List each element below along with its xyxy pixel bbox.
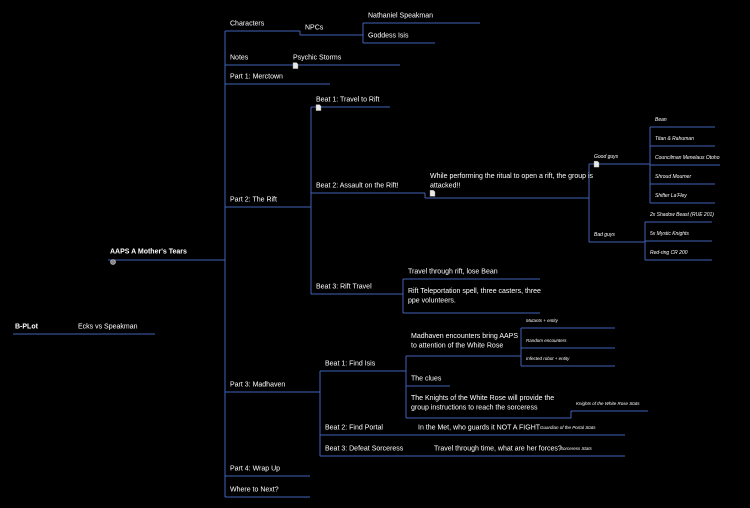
node-label-random: Random encounters bbox=[526, 338, 567, 343]
node-label-npcs: NPCs bbox=[305, 25, 324, 32]
node-label-part2: Part 2: The Rift bbox=[230, 197, 277, 204]
node-label-characters: Characters bbox=[230, 21, 265, 28]
note-icon[interactable] bbox=[429, 190, 436, 197]
node-label-knightstats: Knights of the White Rose Stats bbox=[576, 401, 640, 406]
node-guardian[interactable]: Guardian of the Portal Stats bbox=[538, 425, 625, 436]
node-label-notes: Notes bbox=[230, 55, 249, 62]
node-label-teleport: Rift Teleportation spell, three casters,… bbox=[408, 288, 541, 304]
node-label-infected: Infected robot + entity bbox=[526, 356, 570, 361]
node-ritual[interactable]: While performing the ritual to open a ri… bbox=[428, 173, 594, 199]
node-psychic[interactable]: Psychic Storms bbox=[291, 55, 400, 69]
node-knights[interactable]: The Knights of the White Rose will provi… bbox=[409, 395, 554, 419]
node-label-clues: The clues bbox=[411, 376, 442, 383]
node-characters[interactable]: Characters bbox=[228, 21, 300, 32]
node-beat1[interactable]: Beat 1: Travel to Rift bbox=[314, 97, 390, 111]
node-label-titan: Titan & Rahuman bbox=[655, 136, 694, 142]
node-label-ecks: Ecks vs Speakman bbox=[78, 324, 138, 331]
note-icon[interactable] bbox=[315, 104, 322, 111]
node-redring[interactable]: Red-ring CR 200 bbox=[648, 250, 712, 261]
node-part4[interactable]: Part 4: Wrap Up bbox=[228, 466, 310, 477]
node-label-redring: Red-ring CR 200 bbox=[650, 250, 688, 256]
node-label-findportal: Beat 2: Find Portal bbox=[325, 425, 383, 432]
node-bplot[interactable]: B-PLot bbox=[13, 324, 72, 335]
node-label-ritual: While performing the ritual to open a ri… bbox=[430, 173, 594, 189]
node-label-nathaniel: Nathaniel Speakman bbox=[368, 13, 433, 20]
node-sorceress[interactable]: Sorceress Stats bbox=[558, 446, 625, 457]
node-findisis[interactable]: Beat 1: Find Isis bbox=[323, 361, 378, 372]
node-wherenext[interactable]: Where to Next? bbox=[228, 487, 310, 498]
node-label-root: AAPS A Mother's Tears bbox=[110, 249, 187, 256]
node-label-beat2: Beat 2: Assault on the Rift! bbox=[316, 183, 399, 190]
node-label-guardian: Guardian of the Portal Stats bbox=[540, 425, 596, 430]
node-clues[interactable]: The clues bbox=[409, 376, 450, 387]
node-travelrift[interactable]: Travel through rift, lose Bean bbox=[406, 269, 540, 280]
node-shroud[interactable]: Shroud Mourner bbox=[653, 174, 715, 185]
node-label-mutants: Mutants + entity bbox=[526, 318, 559, 323]
node-shifter[interactable]: Shifter La'Fley bbox=[653, 193, 715, 204]
node-isis[interactable]: Goddess Isis bbox=[366, 33, 435, 44]
node-label-bad: Bad guys bbox=[594, 232, 615, 238]
node-label-findisis: Beat 1: Find Isis bbox=[325, 361, 376, 368]
node-label-travelrift: Travel through rift, lose Bean bbox=[408, 269, 498, 276]
note-icon[interactable] bbox=[593, 160, 600, 168]
node-label-shadow: 2x Shadow Beast (RUE 201) bbox=[649, 212, 714, 218]
node-part1[interactable]: Part 1: Merctown bbox=[228, 74, 330, 85]
node-label-psychic: Psychic Storms bbox=[293, 55, 342, 62]
node-label-sorceress: Sorceress Stats bbox=[560, 446, 593, 451]
node-beat2[interactable]: Beat 2: Assault on the Rift! bbox=[314, 183, 399, 194]
node-mutants[interactable]: Mutants + entity bbox=[524, 318, 615, 329]
node-label-shroud: Shroud Mourner bbox=[655, 174, 691, 180]
node-label-wherenext: Where to Next? bbox=[230, 487, 279, 494]
node-traveltime[interactable]: Travel through time, what are her forces… bbox=[432, 446, 562, 457]
node-part3[interactable]: Part 3: Madhaven bbox=[228, 382, 307, 393]
node-npcs[interactable]: NPCs bbox=[303, 25, 360, 36]
node-label-traveltime: Travel through time, what are her forces… bbox=[434, 446, 562, 453]
node-teleport[interactable]: Rift Teleportation spell, three casters,… bbox=[406, 288, 541, 314]
node-bean[interactable]: Bean bbox=[653, 117, 715, 128]
node-label-bplot: B-PLot bbox=[15, 324, 39, 331]
node-bad[interactable]: Bad guys bbox=[592, 232, 630, 243]
node-good[interactable]: Good guys bbox=[592, 154, 630, 168]
node-shadow[interactable]: 2x Shadow Beast (RUE 201) bbox=[648, 212, 714, 223]
node-label-bean: Bean bbox=[655, 117, 667, 123]
node-label-part3: Part 3: Madhaven bbox=[230, 382, 285, 389]
node-label-shifter: Shifter La'Fley bbox=[655, 193, 687, 199]
node-ecks[interactable]: Ecks vs Speakman bbox=[76, 324, 155, 335]
node-titan[interactable]: Titan & Rahuman bbox=[653, 136, 715, 147]
node-label-inmet: In the Met, who guards it NOT A FIGHT bbox=[418, 425, 541, 432]
node-infected[interactable]: Infected robot + entity bbox=[524, 356, 615, 367]
info-icon[interactable] bbox=[110, 259, 116, 265]
node-part2[interactable]: Part 2: The Rift bbox=[228, 197, 305, 208]
node-label-part4: Part 4: Wrap Up bbox=[230, 466, 280, 473]
node-knightstats[interactable]: Knights of the White Rose Stats bbox=[574, 401, 648, 412]
node-label-mystic: 5x Mystic Knights bbox=[650, 231, 689, 237]
node-label-part1: Part 1: Merctown bbox=[230, 74, 283, 81]
node-mystic[interactable]: 5x Mystic Knights bbox=[648, 231, 712, 242]
node-councilman[interactable]: Councilman Menelaus Otoho bbox=[653, 155, 720, 166]
node-random[interactable]: Random encounters bbox=[524, 338, 615, 349]
node-label-councilman: Councilman Menelaus Otoho bbox=[655, 155, 720, 161]
node-nathaniel[interactable]: Nathaniel Speakman bbox=[366, 13, 480, 24]
node-label-beat1: Beat 1: Travel to Rift bbox=[316, 97, 379, 104]
node-root[interactable]: AAPS A Mother's Tears bbox=[108, 249, 205, 265]
node-label-isis: Goddess Isis bbox=[368, 33, 409, 40]
node-beat3[interactable]: Beat 3: Rift Travel bbox=[314, 284, 372, 295]
note-icon[interactable] bbox=[292, 62, 299, 69]
node-label-defeat: Beat 3: Defeat Sorceress bbox=[325, 446, 404, 453]
node-defeat[interactable]: Beat 3: Defeat Sorceress bbox=[323, 446, 420, 457]
node-label-beat3: Beat 3: Rift Travel bbox=[316, 284, 372, 291]
node-label-good: Good guys bbox=[594, 154, 619, 160]
node-findportal[interactable]: Beat 2: Find Portal bbox=[323, 425, 405, 436]
node-notes[interactable]: Notes bbox=[228, 55, 290, 66]
node-inmet[interactable]: In the Met, who guards it NOT A FIGHT bbox=[416, 425, 541, 436]
node-label-knights: The Knights of the White Rose will provi… bbox=[411, 395, 554, 411]
